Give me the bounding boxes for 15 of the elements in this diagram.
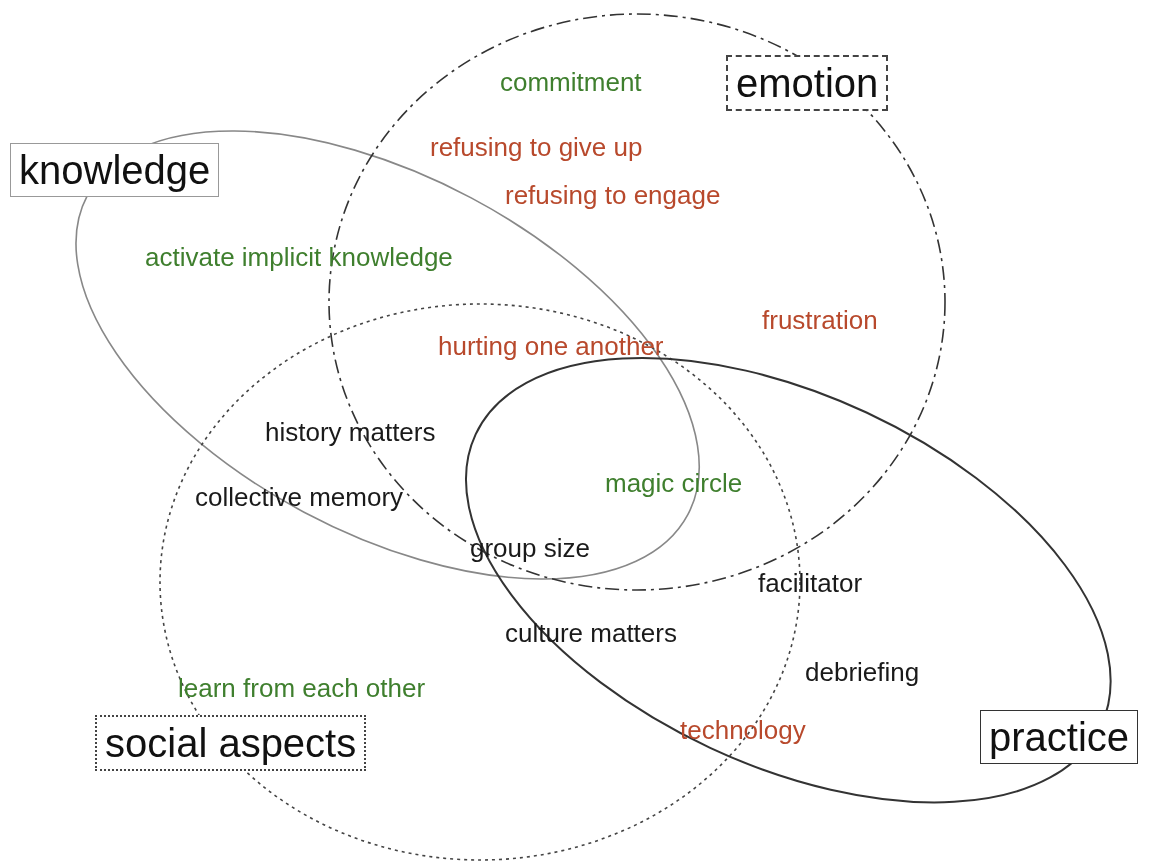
term-label: facilitator <box>758 569 863 598</box>
set-label: practice <box>980 710 1139 764</box>
term-label: frustration <box>762 306 878 335</box>
term-label: collective memory <box>195 483 404 512</box>
term-label: learn from each other <box>178 674 426 703</box>
term-label: magic circle <box>605 469 743 498</box>
term-label: technology <box>680 716 806 745</box>
term-label: debriefing <box>805 658 920 687</box>
set-label: emotion <box>726 55 889 111</box>
term-label: history matters <box>265 418 436 447</box>
term-label: commitment <box>500 68 642 97</box>
term-label: refusing to give up <box>430 133 643 162</box>
term-label: refusing to engage <box>505 181 721 210</box>
set-label: knowledge <box>10 143 220 197</box>
set-label: social aspects <box>95 715 367 771</box>
